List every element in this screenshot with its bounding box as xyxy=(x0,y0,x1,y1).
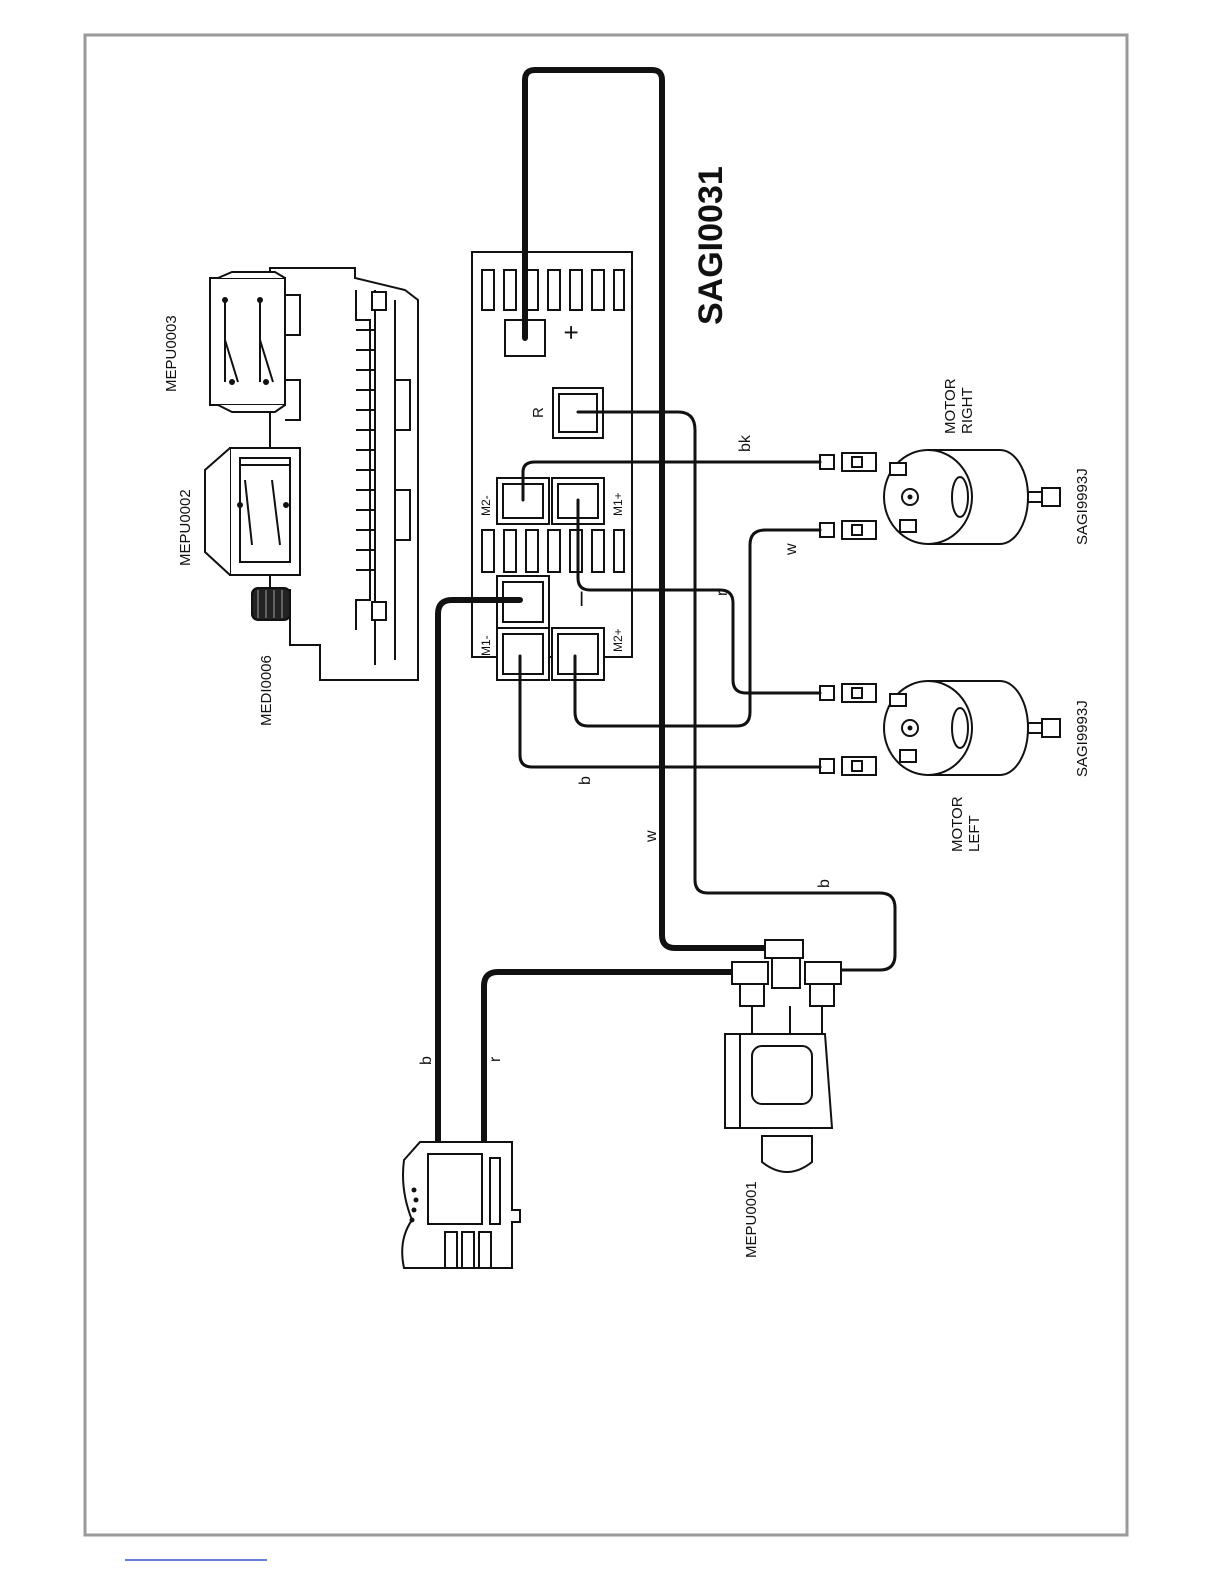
wire-label-r-mid: r xyxy=(714,590,731,596)
m2-minus-label: M2- xyxy=(479,495,493,516)
motor-right xyxy=(884,450,1060,544)
wire-label-b-battery: b xyxy=(418,1056,435,1065)
rocker-switch-mepu0002 xyxy=(205,448,300,575)
minus-sign: – xyxy=(564,591,594,606)
m2-plus-label: M2+ xyxy=(611,628,625,652)
wire-label-b-pedal: b xyxy=(816,879,833,888)
motor-right-code: SAGI9993J xyxy=(1074,468,1091,545)
wire-label-w-long: w xyxy=(643,830,660,843)
motor-right-title-1: MOTOR xyxy=(942,378,959,434)
m1-minus-label: M1- xyxy=(479,635,493,656)
controller-sagi0031 xyxy=(472,252,632,680)
part-label-mepu0001: MEPU0001 xyxy=(743,1181,760,1258)
motor-left-title-2: LEFT xyxy=(966,815,983,852)
wire-label-b-left: b xyxy=(577,776,594,785)
motor-left-title-1: MOTOR xyxy=(949,796,966,852)
rocker-switch-mepu0003 xyxy=(210,272,285,412)
part-label-medi0006: MEDI0006 xyxy=(258,655,275,726)
m1-plus-label: M1+ xyxy=(611,492,625,516)
knob-medi0006 xyxy=(252,588,290,620)
motor-connectors xyxy=(820,453,876,775)
battery-plug xyxy=(402,1142,520,1268)
part-label-mepu0003: MEPU0003 xyxy=(163,315,180,392)
motor-left-code: SAGI9993J xyxy=(1074,700,1091,777)
controller-title: SAGI0031 xyxy=(692,166,730,325)
wire-label-w-right: w xyxy=(783,543,800,556)
part-label-mepu0002: MEPU0002 xyxy=(177,489,194,566)
r-terminal-label: R xyxy=(530,407,547,418)
plus-sign: + xyxy=(556,325,586,340)
wire-label-bk: bk xyxy=(737,434,754,452)
motor-right-title-2: RIGHT xyxy=(959,387,976,434)
motor-left xyxy=(884,681,1060,775)
wire-label-r-battery: r xyxy=(487,1056,504,1062)
pedal-switch-mepu0001 xyxy=(725,940,841,1172)
